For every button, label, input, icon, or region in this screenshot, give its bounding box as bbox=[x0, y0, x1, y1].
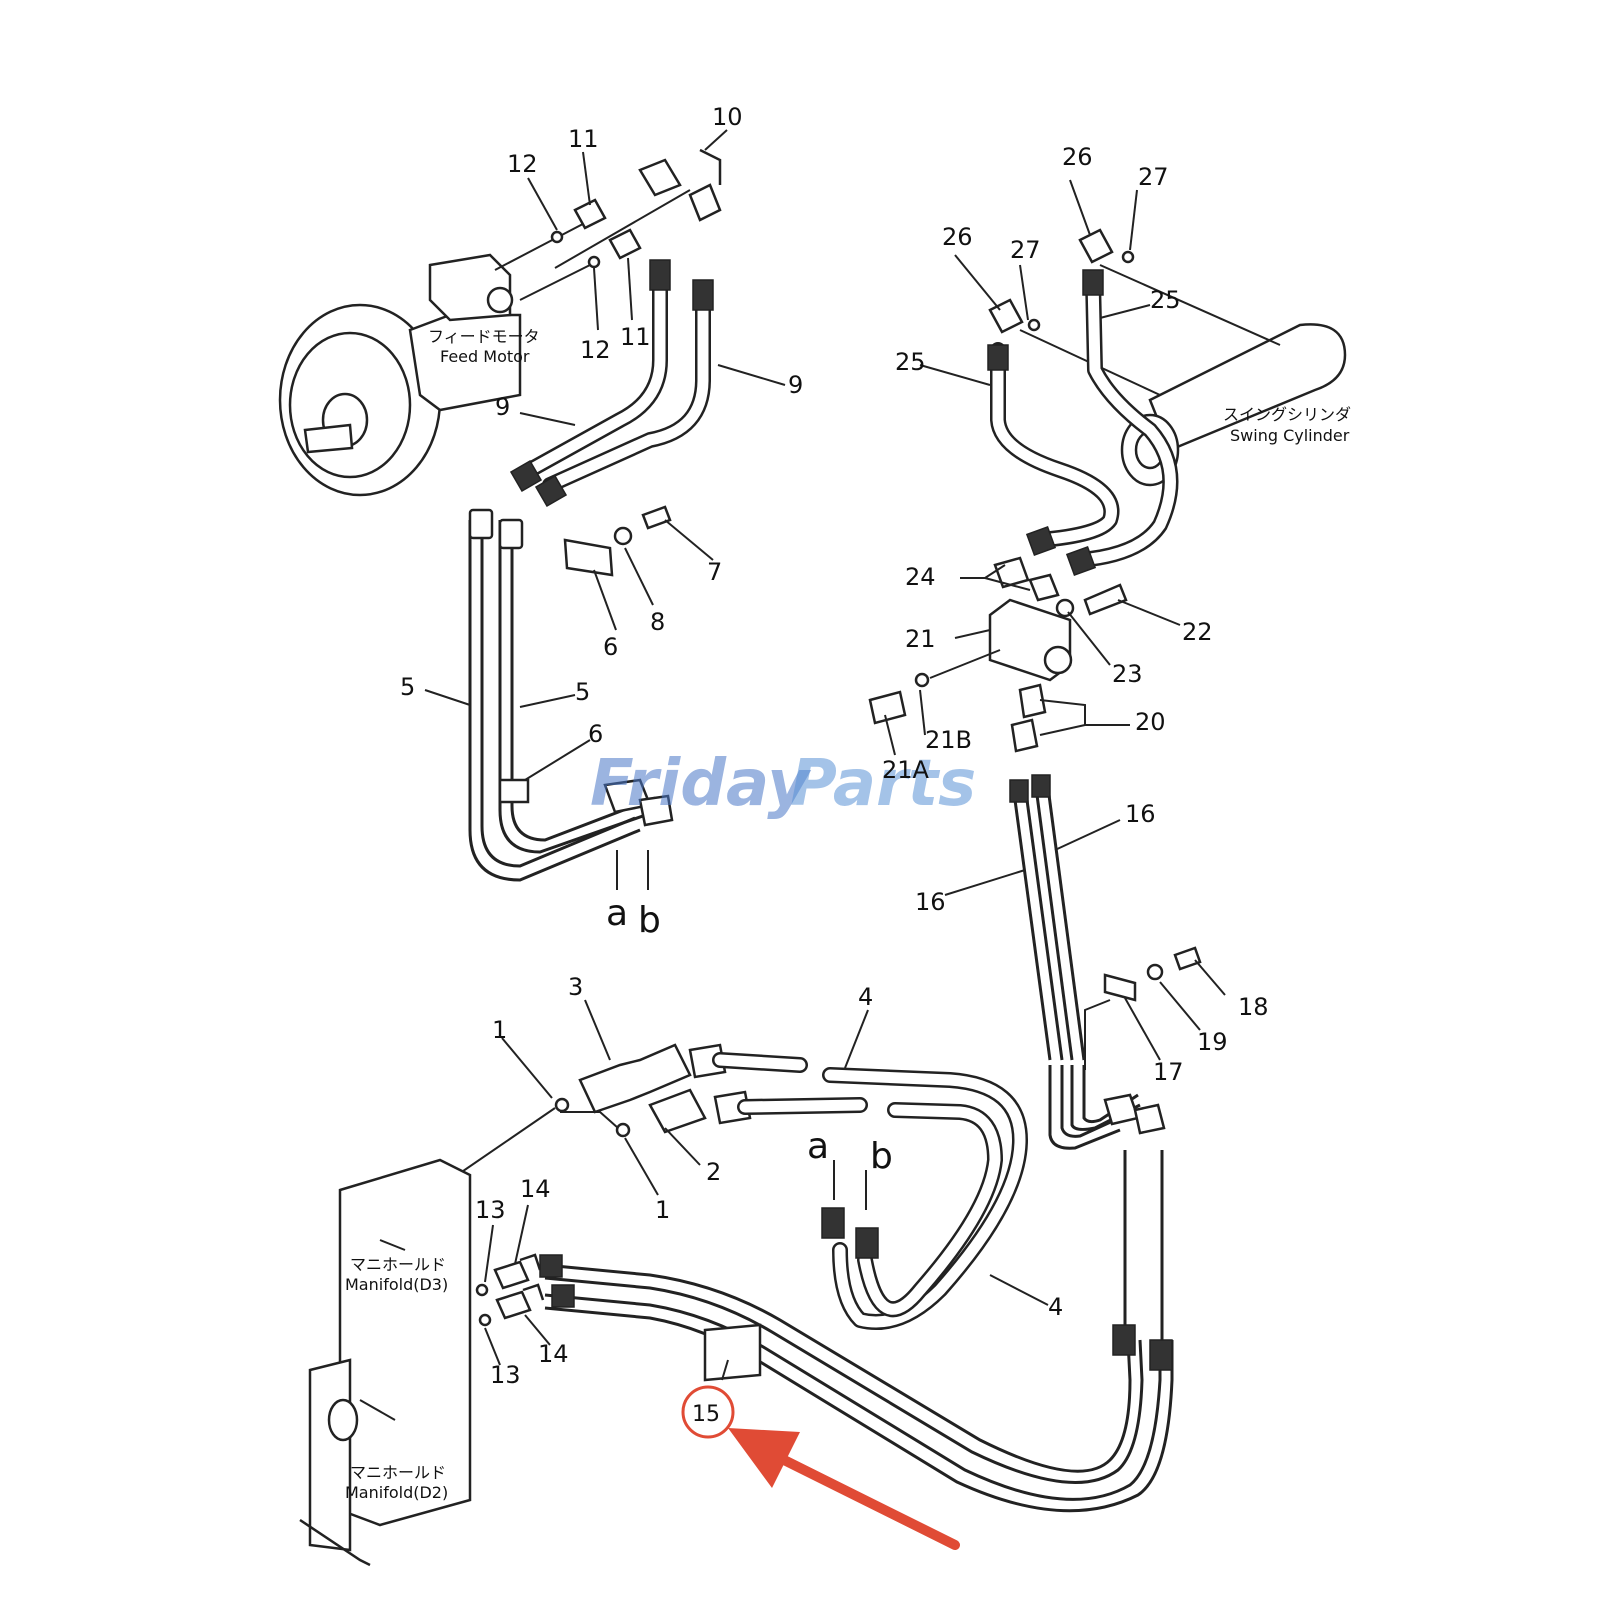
feed-motor bbox=[278, 189, 691, 497]
callout-5-left: 5 bbox=[400, 673, 415, 701]
fitting-group-10-11-12 bbox=[550, 148, 722, 269]
hose-15-pair bbox=[539, 1150, 1174, 1513]
highlight-arrow-shaft bbox=[755, 1443, 960, 1550]
callout-5-right: 5 bbox=[575, 678, 590, 706]
callout-4-upper: 4 bbox=[858, 983, 873, 1011]
callout-24: 24 bbox=[905, 563, 936, 591]
callout-9-right: 9 bbox=[788, 371, 803, 399]
highlight-marker bbox=[681, 1359, 960, 1550]
highlight-circle bbox=[681, 1385, 735, 1439]
callout-25-lower: 25 bbox=[895, 348, 926, 376]
manifold-d3-label-jp: マニホールド bbox=[350, 1255, 446, 1274]
swing-cylinder-label-jp: スイングシリンダ bbox=[1223, 405, 1351, 424]
hose-9-pair bbox=[509, 259, 714, 508]
callout-9-left: 9 bbox=[495, 393, 510, 421]
callout-15: 15 bbox=[692, 1402, 720, 1427]
callouts: 12 11 10 12 11 9 9 7 8 6 5 5 6 26 27 26 … bbox=[400, 103, 1269, 1389]
callout-2: 2 bbox=[706, 1158, 721, 1186]
callout-17: 17 bbox=[1153, 1058, 1184, 1086]
callout-19: 19 bbox=[1197, 1028, 1228, 1056]
callout-6-lower: 6 bbox=[588, 720, 603, 748]
callout-21a: 21A bbox=[882, 756, 930, 784]
callout-16-lower: 16 bbox=[915, 888, 946, 916]
highlight-arrow-head bbox=[728, 1428, 800, 1488]
callout-18: 18 bbox=[1238, 993, 1269, 1021]
callout-14-upper: 14 bbox=[520, 1175, 551, 1203]
callout-14-lower: 14 bbox=[538, 1340, 569, 1368]
watermark-part1: Friday bbox=[590, 747, 811, 821]
callout-27-lower: 27 bbox=[1010, 236, 1041, 264]
callout-16-upper: 16 bbox=[1125, 800, 1156, 828]
hose-25-pair bbox=[987, 269, 1179, 577]
hose-4-pair bbox=[712, 1052, 1028, 1330]
callout-8: 8 bbox=[650, 608, 665, 636]
callout-23: 23 bbox=[1112, 660, 1143, 688]
pipe-16-pair bbox=[1009, 774, 1202, 1150]
callout-21b: 21B bbox=[925, 726, 972, 754]
callout-11-upper: 11 bbox=[568, 125, 599, 153]
callout-leaders bbox=[424, 129, 1226, 1366]
fitting-group-13-14 bbox=[493, 1253, 545, 1320]
feed-motor-label-jp: フィードモータ bbox=[428, 327, 540, 346]
connector-a-upper: a bbox=[606, 893, 628, 934]
manifold-d2-label-jp: マニホールド bbox=[350, 1463, 446, 1482]
watermark: Friday Parts bbox=[590, 747, 976, 821]
connector-b-lower: b bbox=[870, 1136, 893, 1177]
callout-25-upper: 25 bbox=[1150, 286, 1181, 314]
callout-12-lower: 12 bbox=[580, 336, 611, 364]
callout-13-lower: 13 bbox=[490, 1361, 521, 1389]
callout-11-lower: 11 bbox=[620, 323, 651, 351]
callout-1-upper: 1 bbox=[492, 1016, 507, 1044]
callout-1-lower: 1 bbox=[655, 1196, 670, 1224]
callout-4-lower: 4 bbox=[1048, 1293, 1063, 1321]
callout-12-upper: 12 bbox=[507, 150, 538, 178]
callout-7: 7 bbox=[707, 558, 722, 586]
swing-cylinder bbox=[1019, 264, 1347, 487]
fitting-group-1-2-3 bbox=[449, 1043, 752, 1181]
watermark-part2: Parts bbox=[790, 747, 976, 821]
callout-3: 3 bbox=[568, 973, 583, 1001]
swing-cylinder-label: Swing Cylinder bbox=[1230, 426, 1350, 445]
connector-a-lower: a bbox=[807, 1126, 829, 1167]
manifold-block bbox=[299, 1158, 492, 1567]
callout-26-lower: 26 bbox=[942, 223, 973, 251]
fitting-group-26-27 bbox=[988, 228, 1135, 334]
manifold-d2-label: Manifold(D2) bbox=[345, 1483, 448, 1502]
callout-21: 21 bbox=[905, 625, 936, 653]
callout-26-upper: 26 bbox=[1062, 143, 1093, 171]
feed-motor-label: Feed Motor bbox=[440, 347, 530, 366]
callout-13-upper: 13 bbox=[475, 1196, 506, 1224]
callout-22: 22 bbox=[1182, 618, 1213, 646]
callout-20: 20 bbox=[1135, 708, 1166, 736]
callout-27-upper: 27 bbox=[1138, 163, 1169, 191]
connector-b-upper: b bbox=[638, 900, 661, 941]
manifold-d3-label: Manifold(D3) bbox=[345, 1275, 448, 1294]
pipe-5-pair bbox=[468, 505, 674, 890]
callout-10: 10 bbox=[712, 103, 743, 131]
callout-6-upper: 6 bbox=[603, 633, 618, 661]
valve-block-21 bbox=[868, 556, 1128, 753]
